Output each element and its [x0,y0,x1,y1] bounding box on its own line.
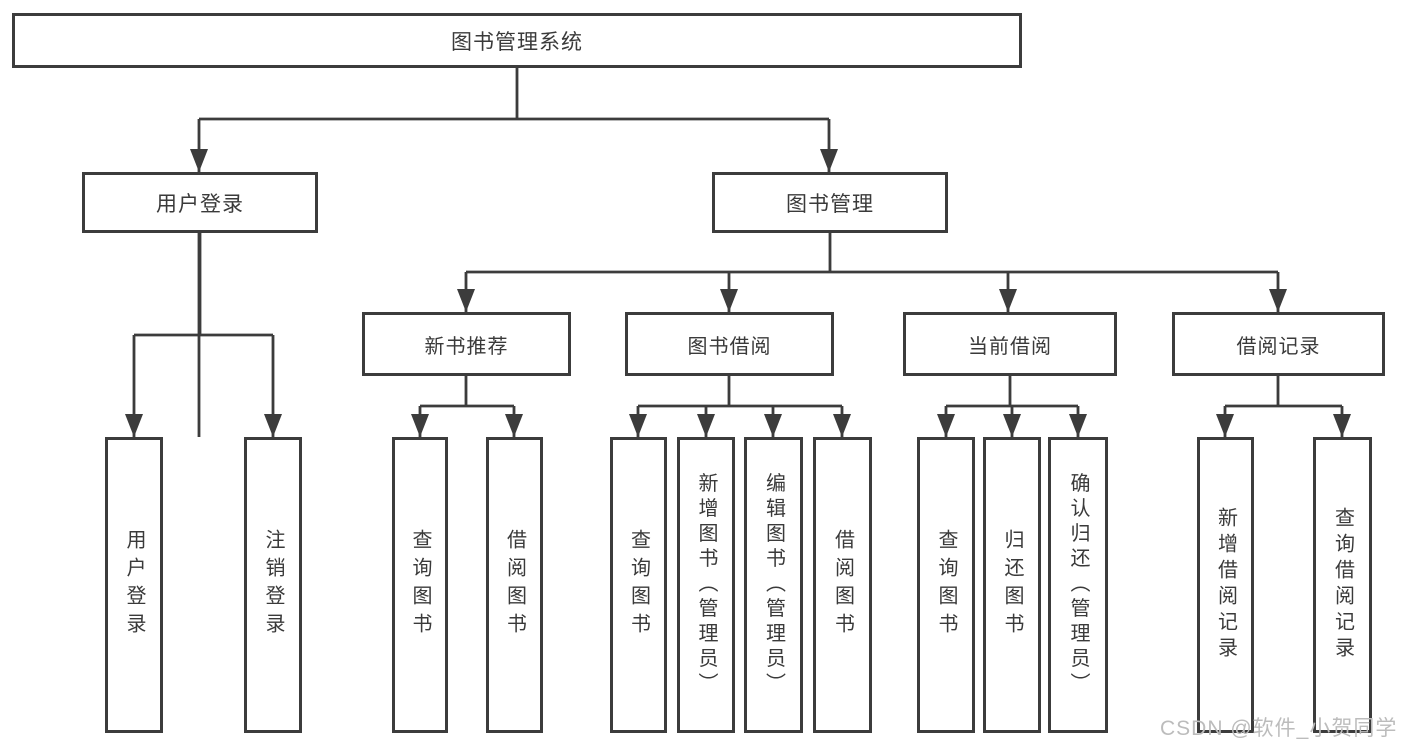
arrowhead-icon [1069,414,1087,437]
leaf-label: 编辑图书（管理员） [762,472,785,698]
arrowhead-icon [697,414,715,437]
node-current-borrow: 当前借阅 [903,312,1117,376]
node-book-borrow: 图书借阅 [625,312,834,376]
arrowhead-icon [720,289,738,312]
edge-root-to-level2 [190,68,838,437]
arrowhead-icon [1333,414,1351,437]
leaf-label: 查询图书 [627,529,650,641]
arrowhead-icon [457,289,475,312]
leaf-add-books-admin: 新增图书（管理员） [677,437,735,733]
leaf-label: 查询图书 [935,529,957,641]
watermark: CSDN @软件_小贺同学 [1160,717,1398,740]
arrowhead-icon [629,414,647,437]
leaf-label: 确认归还（管理员） [1067,472,1089,698]
leaf-label: 归还图书 [1001,529,1023,641]
edge-book-borrow-to-leaves [629,376,851,437]
leaf-edit-books-admin: 编辑图书（管理员） [744,437,803,733]
leaf-add-borrow-record: 新增借阅记录 [1197,437,1254,733]
edge-new-book-rec-to-leaves [411,376,523,437]
leaf-confirm-return-admin: 确认归还（管理员） [1048,437,1108,733]
arrowhead-icon [505,414,523,437]
leaf-return-books: 归还图书 [983,437,1041,733]
edge-current-borrow-to-leaves [937,376,1087,437]
edge-borrow-records-to-leaves [1216,376,1351,437]
arrowhead-icon [411,414,429,437]
arrowhead-icon [1216,414,1234,437]
leaf-query-borrow-record: 查询借阅记录 [1313,437,1372,733]
arrowhead-icon [125,414,143,437]
leaf-label: 新增图书（管理员） [695,472,717,698]
leaf-query-books-borrow: 查询图书 [610,437,667,733]
leaf-label: 借阅图书 [503,529,526,641]
leaf-label: 查询借阅记录 [1331,507,1354,663]
leaf-label: 新增借阅记录 [1214,507,1237,663]
leaf-borrow-books-recommend: 借阅图书 [486,437,543,733]
leaf-label: 注销登录 [262,529,284,641]
arrowhead-icon [820,149,838,172]
leaf-label: 借阅图书 [831,529,854,641]
node-borrow-records: 借阅记录 [1172,312,1385,376]
arrowhead-icon [190,149,208,172]
leaf-label: 用户登录 [123,529,145,641]
arrowhead-icon [264,414,282,437]
edge-book-mgmt-to-groups [457,233,1287,312]
arrowhead-icon [999,289,1017,312]
node-book-mgmt: 图书管理 [712,172,948,233]
node-new-book-recommend: 新书推荐 [362,312,571,376]
leaf-label: 查询图书 [409,529,431,641]
leaf-logout: 注销登录 [244,437,302,733]
leaf-query-books-current: 查询图书 [917,437,975,733]
node-root: 图书管理系统 [12,13,1022,68]
arrowhead-icon [937,414,955,437]
leaf-query-books-recommend: 查询图书 [392,437,448,733]
arrowhead-icon [1269,289,1287,312]
arrowhead-icon [764,414,782,437]
arrowhead-icon [833,414,851,437]
edge-user-login-to-leaves [125,233,282,437]
leaf-borrow-books: 借阅图书 [813,437,872,733]
node-user-login: 用户登录 [82,172,318,233]
arrowhead-icon [1003,414,1021,437]
leaf-user-login: 用户登录 [105,437,163,733]
